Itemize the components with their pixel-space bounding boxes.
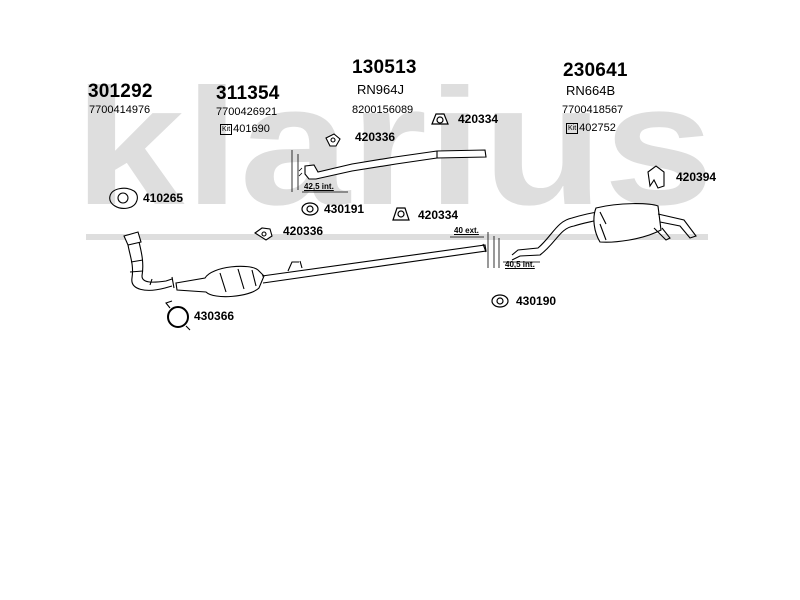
part-number-301292: 301292 bbox=[88, 81, 153, 102]
kit-311354: Kit 401690 bbox=[220, 123, 270, 135]
label-gasket: 410265 bbox=[143, 191, 184, 205]
label-rubber-mount-b: 420334 bbox=[458, 112, 499, 126]
label-rubber-mount-d: 430190 bbox=[516, 294, 557, 308]
label-rubber-mount-a: 430191 bbox=[324, 202, 365, 216]
kit-230641: Kit 402752 bbox=[566, 122, 616, 134]
kit-badge: Kit bbox=[566, 122, 579, 134]
oe-number-311354: 7700426921 bbox=[216, 106, 278, 118]
oe-number-301292: 7700414976 bbox=[89, 104, 151, 116]
watermark-logo: klarius bbox=[74, 84, 714, 224]
watermark-underline bbox=[86, 234, 708, 240]
label-rubber-mount-c: 420334 bbox=[418, 208, 459, 222]
rear-hanger-drawing bbox=[647, 165, 665, 189]
oe-number-130513: 8200156089 bbox=[352, 104, 414, 116]
kit-number: 402752 bbox=[579, 122, 616, 134]
part-number-130513: 130513 bbox=[352, 57, 417, 78]
gasket-drawing bbox=[109, 187, 138, 209]
bracket-a-drawing bbox=[325, 133, 341, 147]
label-rear-hanger: 420394 bbox=[676, 170, 717, 184]
clamp-drawing bbox=[165, 300, 191, 331]
front-pipe-drawing bbox=[123, 231, 175, 291]
dim-40-5: 40,5 int. bbox=[505, 260, 535, 269]
centre-pipe-drawing bbox=[261, 243, 487, 284]
bracket-b-drawing bbox=[254, 227, 273, 241]
part-number-311354: 311354 bbox=[216, 83, 280, 104]
dim-40: 40 ext. bbox=[454, 226, 479, 235]
upper-pipe-drawing bbox=[304, 149, 487, 180]
watermark-text: klarius bbox=[74, 84, 714, 224]
dim-42-5: 42,5 int. bbox=[304, 182, 334, 191]
ref-130513: RN964J bbox=[357, 82, 404, 97]
rear-silencer-drawing bbox=[511, 203, 697, 261]
kit-badge: Kit bbox=[220, 123, 233, 135]
label-bracket-a: 420336 bbox=[355, 130, 396, 144]
rubber-mount-drawings bbox=[301, 113, 509, 308]
label-clamp: 430366 bbox=[194, 309, 235, 323]
dimension-marks bbox=[291, 150, 540, 268]
kit-number: 401690 bbox=[233, 123, 270, 135]
catalyst-drawing bbox=[175, 265, 265, 298]
label-bracket-b: 420336 bbox=[283, 224, 324, 238]
part-number-230641: 230641 bbox=[563, 60, 628, 81]
oe-number-230641: 7700418567 bbox=[562, 104, 624, 116]
ref-230641: RN664B bbox=[566, 83, 616, 98]
